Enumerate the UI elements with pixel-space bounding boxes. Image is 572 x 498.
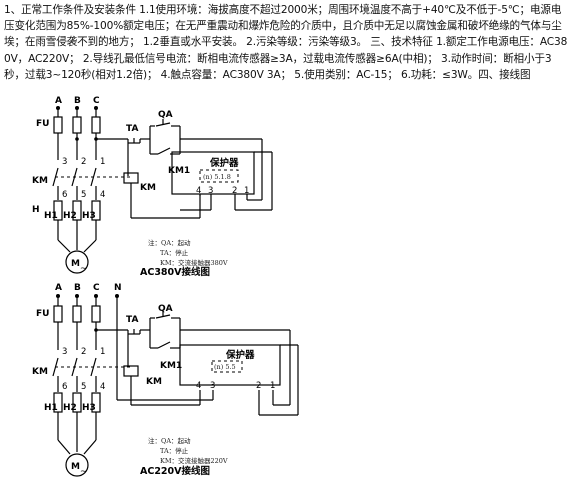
fuse-c bbox=[91, 116, 101, 134]
fuse-a bbox=[53, 116, 63, 134]
km-coil-label: KM bbox=[140, 183, 156, 193]
motor-label: M bbox=[71, 462, 80, 472]
km-contact-label: KM bbox=[32, 367, 48, 377]
motor bbox=[65, 453, 89, 477]
intro-text: 1、正常工作条件及安装条件 1.1使用环境：海拔高度不超过2000米；周围环境温… bbox=[4, 4, 568, 81]
terminal-4: 4 bbox=[100, 190, 105, 200]
prot-terminal-1: 1 bbox=[270, 381, 275, 391]
heater-h2-label: H2 bbox=[63, 211, 77, 221]
terminal-6: 6 bbox=[62, 190, 67, 200]
motor bbox=[65, 250, 89, 274]
phase-c-label: C bbox=[93, 283, 100, 293]
terminal-1: 1 bbox=[100, 157, 105, 167]
note-qa: 注：QA：起动 bbox=[148, 238, 191, 247]
phase-n-label: N bbox=[114, 283, 122, 293]
protector-box bbox=[171, 151, 255, 195]
svg-text:~: ~ bbox=[80, 264, 87, 274]
caption-ac380v: AC380V接线图 bbox=[140, 266, 210, 278]
qa-label: QA bbox=[158, 304, 173, 314]
prot-terminal-3: 3 bbox=[208, 186, 213, 196]
ta-label: TA bbox=[126, 124, 138, 134]
prot-terminal-3: 3 bbox=[210, 381, 215, 391]
km-contact-label: KM bbox=[32, 176, 48, 186]
prot-terminal-4: 4 bbox=[196, 186, 201, 196]
diagram-ac220v: A B C N FU 3 2 1 KM 6 5 4 H bbox=[32, 283, 299, 477]
terminal-4: 4 bbox=[100, 382, 105, 392]
terminal-2: 2 bbox=[81, 347, 86, 357]
protector-module-label: (n) 5.5 bbox=[214, 363, 236, 371]
caption-ac220v: AC220V接线图 bbox=[140, 465, 210, 477]
phase-c-label: C bbox=[93, 96, 100, 106]
terminal-5: 5 bbox=[81, 382, 86, 392]
ta-label: TA bbox=[126, 315, 138, 325]
km1-label: KM1 bbox=[160, 361, 182, 371]
protector-box bbox=[179, 344, 281, 386]
km-coil bbox=[123, 365, 139, 377]
qa-label: QA bbox=[158, 110, 173, 120]
km-coil-label: KM bbox=[146, 377, 162, 387]
fuse-b bbox=[72, 305, 82, 323]
protector-module bbox=[199, 169, 239, 183]
terminal-3: 3 bbox=[62, 347, 67, 357]
km-coil bbox=[123, 172, 139, 184]
fuse-a bbox=[53, 305, 63, 323]
terminal-1: 1 bbox=[100, 347, 105, 357]
terminal-6: 6 bbox=[62, 382, 67, 392]
phase-b-label: B bbox=[74, 96, 81, 106]
heater-h1-label: H1 bbox=[44, 403, 58, 413]
heater-h1-label: H1 bbox=[44, 211, 58, 221]
protector-module-label: (n) 5.1.8 bbox=[203, 173, 231, 181]
terminal-2: 2 bbox=[81, 157, 86, 167]
prot-terminal-4: 4 bbox=[196, 381, 201, 391]
h-label: H bbox=[32, 205, 40, 215]
km1-label: KM1 bbox=[168, 166, 190, 176]
prot-terminal-1: 1 bbox=[244, 186, 249, 196]
fuse-c bbox=[91, 305, 101, 323]
protector-label: 保护器 bbox=[209, 157, 239, 169]
diagram-ac380v: A B C FU 3 2 1 KM 6 5 4 bbox=[32, 96, 273, 278]
motor-label: M bbox=[71, 259, 80, 269]
heater-h3-label: H3 bbox=[82, 403, 96, 413]
terminal-5: 5 bbox=[81, 190, 86, 200]
fuse-b bbox=[72, 116, 82, 134]
phase-a-label: A bbox=[55, 96, 62, 106]
heater-h3-label: H3 bbox=[82, 211, 96, 221]
svg-text:~: ~ bbox=[80, 467, 87, 477]
note-ta: TA：停止 bbox=[160, 248, 189, 257]
fuse-label: FU bbox=[36, 119, 49, 129]
fuse-label: FU bbox=[36, 309, 49, 319]
terminal-3: 3 bbox=[62, 157, 67, 167]
prot-terminal-2: 2 bbox=[256, 381, 261, 391]
phase-a-label: A bbox=[55, 283, 62, 293]
heater-h2-label: H2 bbox=[63, 403, 77, 413]
note-qa: 注：QA：起动 bbox=[148, 436, 191, 445]
note-km: KM：交流接触器380V bbox=[160, 258, 228, 267]
note-ta: TA：停止 bbox=[160, 446, 189, 455]
phase-b-label: B bbox=[74, 283, 81, 293]
note-km: KM：交流接触器220V bbox=[160, 456, 228, 465]
prot-terminal-2: 2 bbox=[232, 186, 237, 196]
protector-module bbox=[211, 360, 243, 373]
protector-label: 保护器 bbox=[225, 349, 255, 361]
